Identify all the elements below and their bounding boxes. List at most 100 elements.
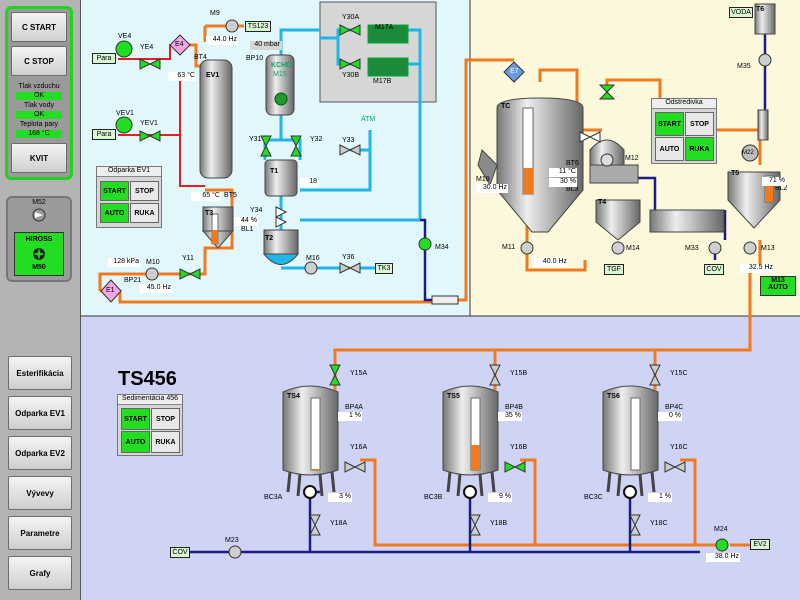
- label-yev1: YEV1: [140, 120, 158, 127]
- value-t1: 18: [300, 178, 318, 187]
- hiross-button[interactable]: HIROSS M50: [14, 232, 64, 276]
- label-t4: T4: [598, 199, 607, 206]
- label-y16c: Y16C: [670, 444, 688, 451]
- control-group: C START C STOP Tlak vzduchu OK Tlak vody…: [5, 6, 73, 180]
- label-y30b: Y30B: [342, 72, 360, 79]
- valve-icons[interactable]: [139, 24, 686, 536]
- t2-tank: [263, 229, 299, 255]
- ts6-tank: [602, 385, 659, 499]
- tag-cov-2: ČOV: [170, 547, 190, 558]
- m17a-pump[interactable]: [367, 24, 409, 44]
- label-y30a: Y30A: [342, 14, 360, 21]
- value-m9-hz: 44.0 Hz: [206, 36, 238, 45]
- label-bp4b: BP4B: [505, 404, 523, 411]
- label-m17b: M17B: [373, 78, 392, 85]
- label-y18a: Y18A: [330, 520, 348, 527]
- label-m22: M22: [742, 150, 754, 156]
- nav-vyvevy[interactable]: Vývevy: [8, 476, 72, 510]
- value-m13-hz: 32.5 Hz: [740, 264, 774, 273]
- label-y18c: Y18C: [650, 520, 668, 527]
- label-bl2: BL2: [775, 185, 788, 192]
- nav-odparka-ev2[interactable]: Odparka EV2: [8, 436, 72, 470]
- sedimentacia-start-button[interactable]: START: [121, 408, 150, 430]
- label-m13: M13: [761, 245, 775, 252]
- m13-auto-badge[interactable]: M13 AUTO: [760, 276, 796, 296]
- label-e7: E7: [510, 68, 519, 75]
- ev1-evaporator: [199, 59, 233, 179]
- label-m11: M11: [502, 244, 516, 251]
- sedimentacia-auto-button[interactable]: AUTO: [121, 431, 150, 453]
- label-bp10: BP10: [246, 55, 264, 62]
- label-y33: Y33: [342, 137, 355, 144]
- label-m9: M9: [210, 10, 220, 17]
- ts4-tank: [282, 385, 339, 499]
- value-bt5: 65 °C: [191, 192, 221, 201]
- hiross-line1: HIROSS: [25, 236, 53, 243]
- ts456-title: TS456: [118, 368, 177, 390]
- c-stop-button[interactable]: C STOP: [11, 46, 67, 76]
- value-m11-hz: 40.0 Hz: [534, 258, 568, 267]
- label-m15: M15: [273, 71, 287, 78]
- nav-odparka-ev1[interactable]: Odparka EV1: [8, 396, 72, 430]
- value-ts4-level: 1 %: [338, 412, 362, 421]
- label-bc3a: BC3A: [264, 494, 283, 501]
- sedimentacia-stop-button[interactable]: STOP: [151, 408, 180, 430]
- t6-tank: [754, 3, 776, 35]
- label-kchd: KCHD: [271, 62, 292, 69]
- label-t5: T5: [731, 170, 740, 177]
- nav-parametre[interactable]: Parametre: [8, 516, 72, 550]
- tag-para-2: Para: [92, 129, 116, 140]
- label-bp21: BP21: [124, 277, 142, 284]
- ts5-tank: [442, 385, 499, 499]
- panel-odparka-ev1-title: Odparka EV1: [97, 167, 161, 177]
- label-m33: M33: [685, 245, 699, 252]
- heat-exchangers[interactable]: [100, 34, 525, 303]
- value-bp21: 128 kPa: [108, 258, 140, 267]
- label-bl1: BL1: [241, 226, 254, 233]
- label-bt5: BT5: [224, 192, 237, 199]
- odstredivka-ruka-button[interactable]: RUKA: [685, 137, 714, 161]
- odparka-ev1-ruka-button[interactable]: RUKA: [130, 203, 159, 223]
- label-t6: T6: [756, 6, 765, 13]
- label-y36: Y36: [342, 254, 355, 261]
- t1-tank: [264, 159, 298, 197]
- label-ts5: TS5: [447, 393, 460, 400]
- label-e4: E4: [175, 41, 184, 48]
- odstredivka-start-button[interactable]: START: [655, 112, 684, 136]
- label-m14: M14: [626, 245, 640, 252]
- value-bl3: 30 %: [549, 178, 577, 187]
- odparka-ev1-start-button[interactable]: START: [100, 181, 129, 201]
- nav-esterifikacia[interactable]: Esterifikácia: [8, 356, 72, 390]
- label-m16: M16: [306, 255, 320, 262]
- label-y16b: Y16B: [510, 444, 528, 451]
- tag-para-1: Para: [92, 53, 116, 64]
- label-bc3b: BC3B: [424, 494, 443, 501]
- label-m12: M12: [625, 155, 639, 162]
- running-pump-icons[interactable]: [115, 40, 729, 552]
- panel-sedimentacia: Sedimentácia 456 START STOP AUTO RUKA: [117, 394, 183, 456]
- tag-voda: VODA: [729, 7, 753, 18]
- label-bp4c: BP4C: [665, 404, 684, 411]
- c-start-button[interactable]: C START: [11, 12, 67, 42]
- odparka-ev1-stop-button[interactable]: STOP: [130, 181, 159, 201]
- label-ve4: VE4: [118, 33, 132, 40]
- odstredivka-auto-button[interactable]: AUTO: [655, 137, 684, 161]
- odparka-ev1-auto-button[interactable]: AUTO: [100, 203, 129, 223]
- kvit-button[interactable]: KVIT: [11, 143, 67, 173]
- label-e1: E1: [106, 287, 115, 294]
- m17b-pump[interactable]: [367, 57, 409, 77]
- nav-grafy[interactable]: Grafy: [8, 556, 72, 590]
- label-ts6: TS6: [607, 393, 620, 400]
- odstredivka-stop-button[interactable]: STOP: [685, 112, 714, 136]
- label-m34: M34: [435, 244, 449, 251]
- label-ts4: TS4: [287, 393, 300, 400]
- label-bc3c: BC3C: [584, 494, 603, 501]
- pump-icons[interactable]: [145, 19, 772, 559]
- value-ts5-level: 35 %: [498, 412, 522, 421]
- tag-ev2: EV2: [750, 539, 770, 550]
- hiross-line2: M50: [32, 264, 46, 271]
- sedimentacia-ruka-button[interactable]: RUKA: [151, 431, 180, 453]
- status-label-steam: Teplota pary: [19, 121, 59, 128]
- label-m24: M24: [714, 526, 728, 533]
- hiross-motor-icon[interactable]: [32, 208, 46, 222]
